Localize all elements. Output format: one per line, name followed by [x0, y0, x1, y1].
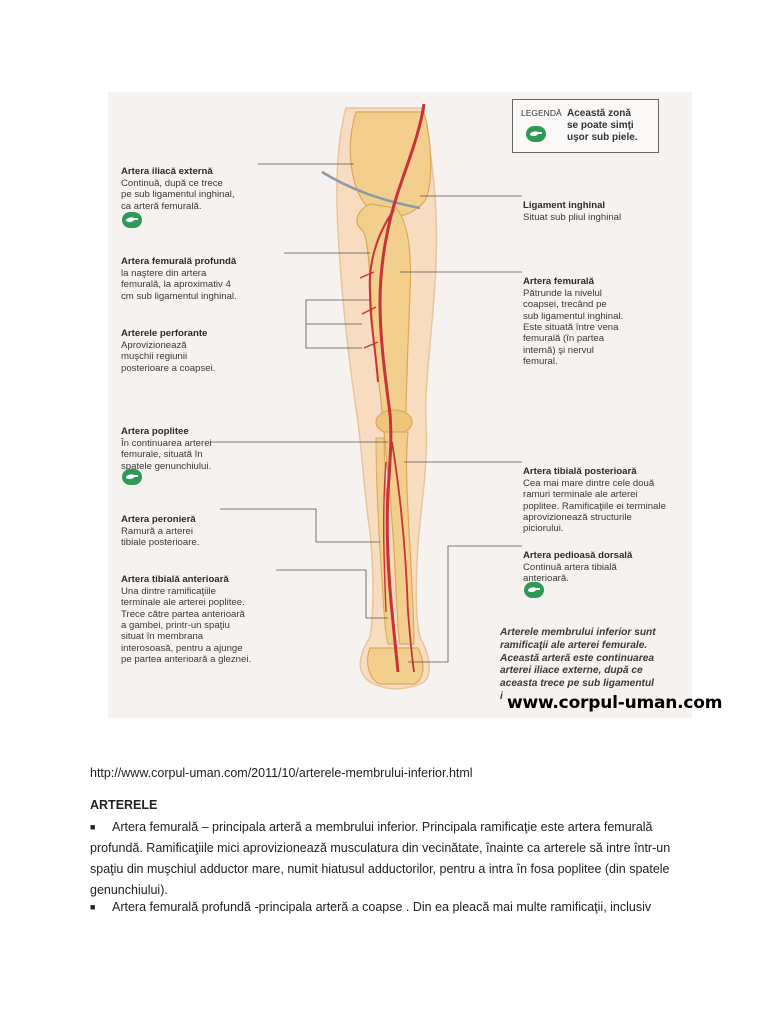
legend-text: Această zonă se poate simţi uşor sub pie…: [567, 108, 638, 143]
posterior-tibial-branch: [391, 441, 415, 673]
deep-femoral-branch: [368, 209, 395, 383]
legend-box: LEGENDĂ Această zonă se poate simţi uşor…: [512, 99, 659, 153]
foot-bones: [367, 647, 424, 685]
inguinal-ligament-line: [321, 170, 421, 210]
bullet-icon: ■: [90, 822, 96, 832]
peroneal-branch: [383, 461, 387, 613]
section-heading: ARTERELE: [90, 798, 158, 812]
palpation-badge: [524, 582, 544, 598]
palpation-hand-icon: [528, 587, 540, 593]
patella-bone: [375, 409, 413, 435]
paragraph-text: Artera femurală profundă -principala art…: [112, 900, 652, 914]
palpation-hand-icon: [530, 131, 542, 137]
paragraph: ■Artera femurală – principala arteră a m…: [90, 817, 690, 901]
palpation-badge: [122, 469, 142, 485]
paragraph: ■ Artera femurală profundă -principala ar…: [90, 897, 690, 918]
perforating-branches: [359, 271, 379, 349]
legend-title: LEGENDĂ: [521, 108, 562, 118]
leader-lines: [210, 163, 522, 663]
source-link[interactable]: http://www.corpul-uman.com/2011/10/arter…: [90, 766, 473, 780]
palpation-badge: [122, 212, 142, 228]
palpation-hand-icon: [126, 217, 138, 223]
figure-caption: Arterele membrului inferior sunt ramific…: [500, 627, 656, 702]
leg-illustration: [210, 103, 522, 690]
femur-bone: [356, 203, 412, 415]
main-artery-path: [378, 103, 426, 673]
watermark: www.corpul-uman.com: [507, 693, 723, 713]
bullet-icon: ■: [90, 902, 96, 912]
palpation-hand-icon: [126, 474, 138, 480]
palpation-badge: [526, 126, 546, 142]
paragraph-text: Artera femurală – principala arteră a me…: [90, 820, 671, 897]
